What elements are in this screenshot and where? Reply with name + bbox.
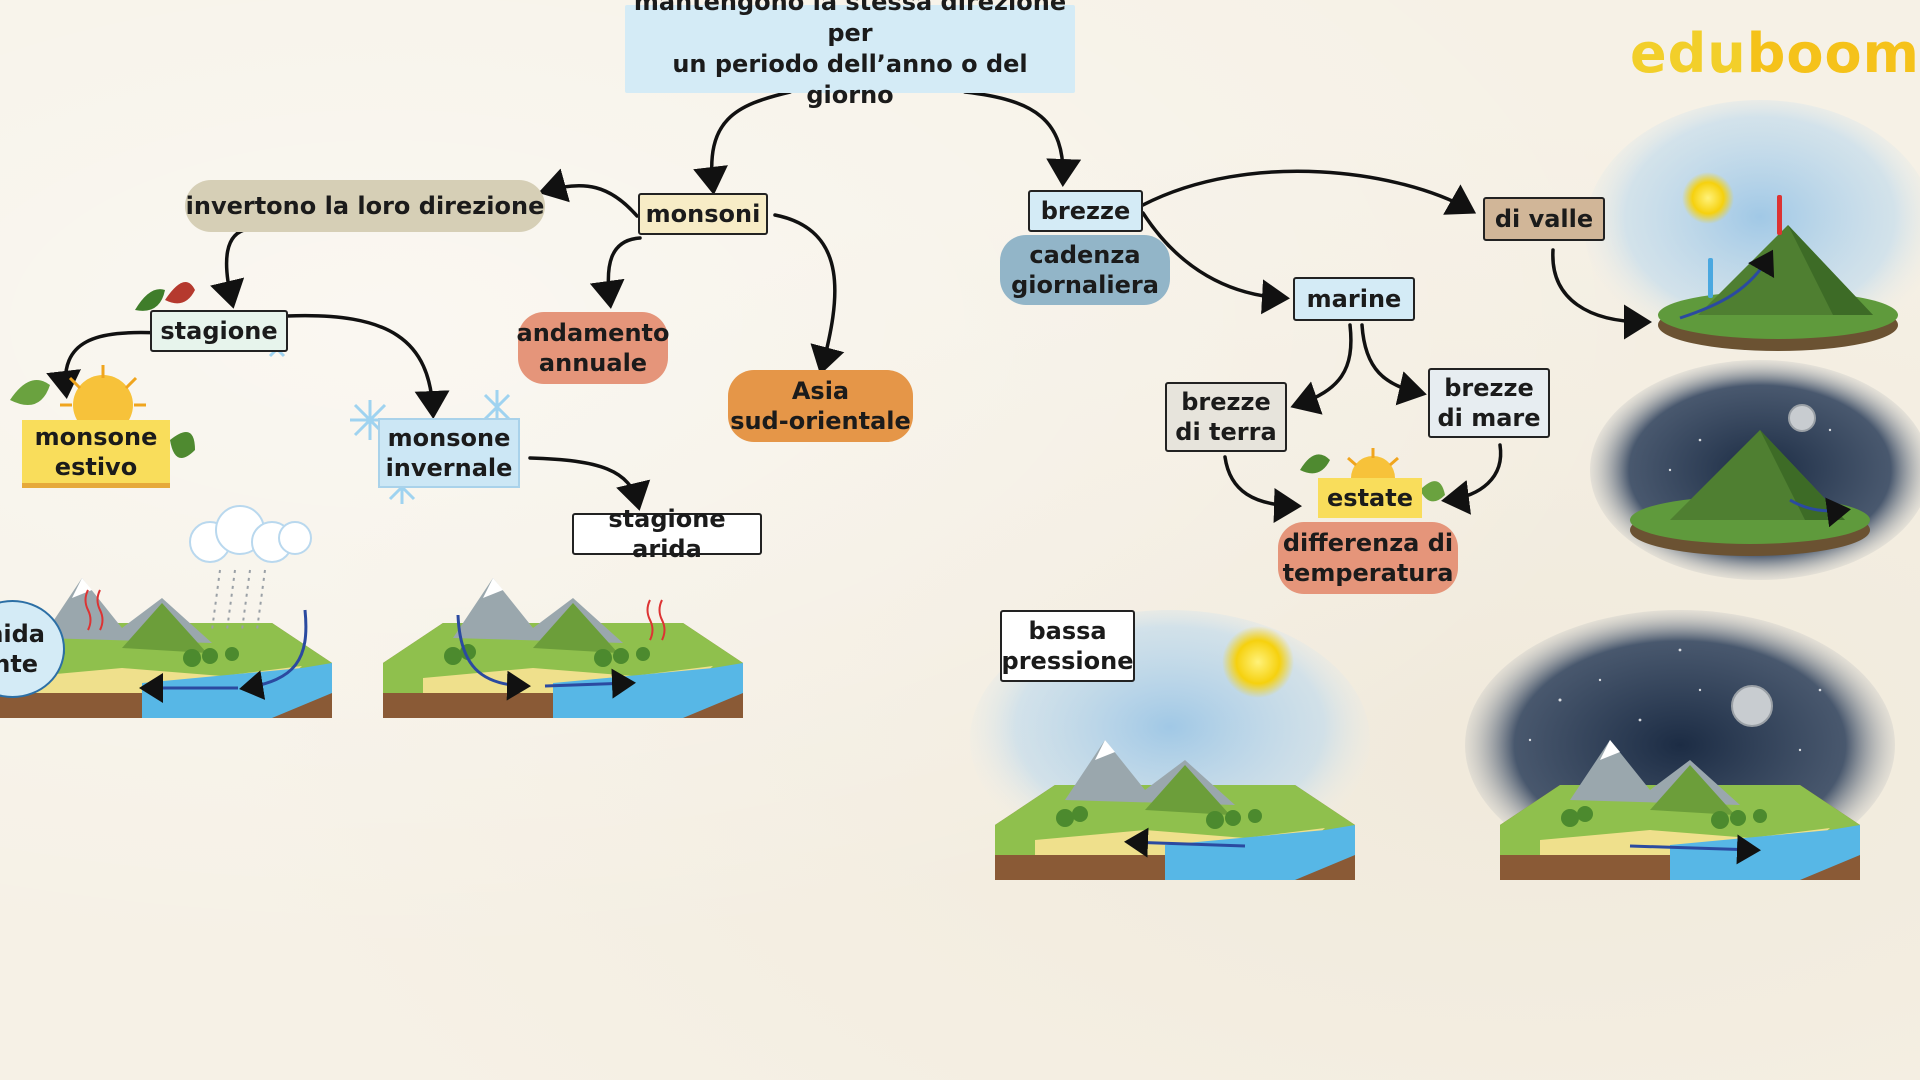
invertono-node: invertono la loro direzione [185, 180, 545, 232]
leaves-icon [135, 282, 195, 311]
stagione-arida-node: stagione arida [572, 505, 762, 563]
marine-node: marine [1293, 277, 1415, 321]
leaves-icon [10, 380, 1445, 502]
thermometer-icon [1777, 195, 1782, 235]
logo-part-edu: edu [1630, 22, 1747, 85]
brezze-node: brezze [1028, 190, 1143, 232]
connector-arrows [46, 90, 1652, 523]
terrain-winter-monsoon [383, 578, 743, 718]
estate-node: estate [1318, 478, 1422, 518]
logo-part-boom: boom [1746, 22, 1920, 85]
sun-icon [1222, 626, 1294, 698]
moon-icon [1788, 404, 1816, 432]
asia-node: Asia sud-orientale [728, 370, 913, 442]
bassa-pressione-node: bassa pressione [1000, 610, 1135, 682]
monsone-invernale-node: monsone invernale [378, 418, 520, 488]
differenza-temperatura-node: differenza di temperatura [1278, 522, 1458, 594]
andamento-annuale-node: andamento annuale [517, 312, 670, 384]
stagione-node: stagione [150, 310, 288, 352]
moon-icon [1731, 685, 1773, 727]
sun-icon [1682, 172, 1734, 224]
monsone-estivo-node: monsone estivo [22, 420, 170, 488]
brezze-di-terra-node: brezze di terra [1165, 382, 1287, 452]
eduboom-logo: eduboom [1630, 22, 1920, 85]
top-definition-note: mantengono la stessa direzione per un pe… [625, 0, 1075, 109]
heat-icon [84, 589, 666, 641]
stars [1528, 428, 1832, 752]
monsoni-node: monsoni [638, 193, 768, 235]
rain-cloud-icon [189, 505, 312, 631]
brezze-di-mare-node: brezze di mare [1428, 368, 1550, 438]
di-valle-node: di valle [1483, 197, 1605, 241]
thermometer-icon [1708, 258, 1713, 298]
cadenza-giornaliera-node: cadenza giornaliera [1000, 235, 1170, 305]
